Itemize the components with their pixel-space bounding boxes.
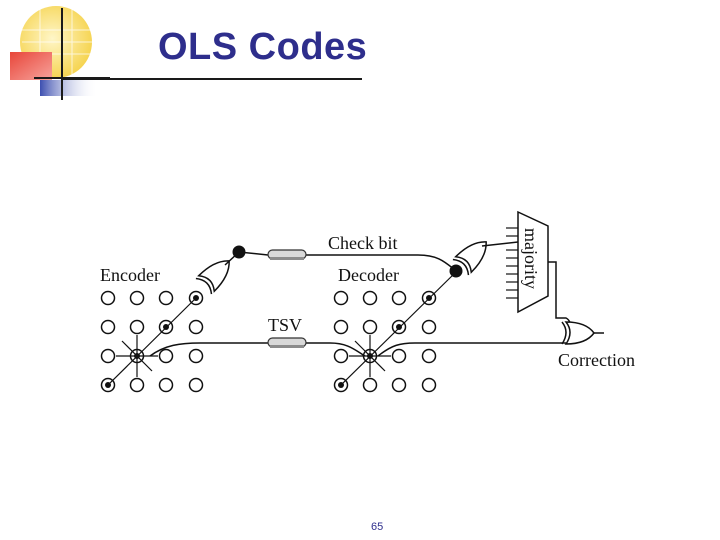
correction-label: Correction — [558, 350, 635, 370]
decoder-xor-gate — [452, 241, 487, 276]
check-bit-label: Check bit — [328, 233, 398, 253]
page-number: 65 — [371, 521, 384, 533]
majority-voter — [517, 210, 549, 314]
correction-xor-gate — [561, 321, 595, 345]
encoder-star-lines — [107, 297, 197, 386]
tsv-cylinders — [267, 249, 307, 348]
encoder-label: Encoder — [100, 265, 160, 285]
decoder-output-wire — [377, 342, 566, 357]
slide-title: OLS Codes — [158, 26, 368, 68]
encoder-xor-gate — [195, 260, 230, 295]
majority-label: majority — [521, 228, 541, 289]
logo-graphic — [10, 6, 110, 100]
decoder-label: Decoder — [338, 265, 399, 285]
title-underline — [62, 78, 362, 80]
tsv-wire — [149, 342, 268, 357]
tsv-label: TSV — [268, 315, 302, 335]
connection-dots — [105, 245, 463, 388]
